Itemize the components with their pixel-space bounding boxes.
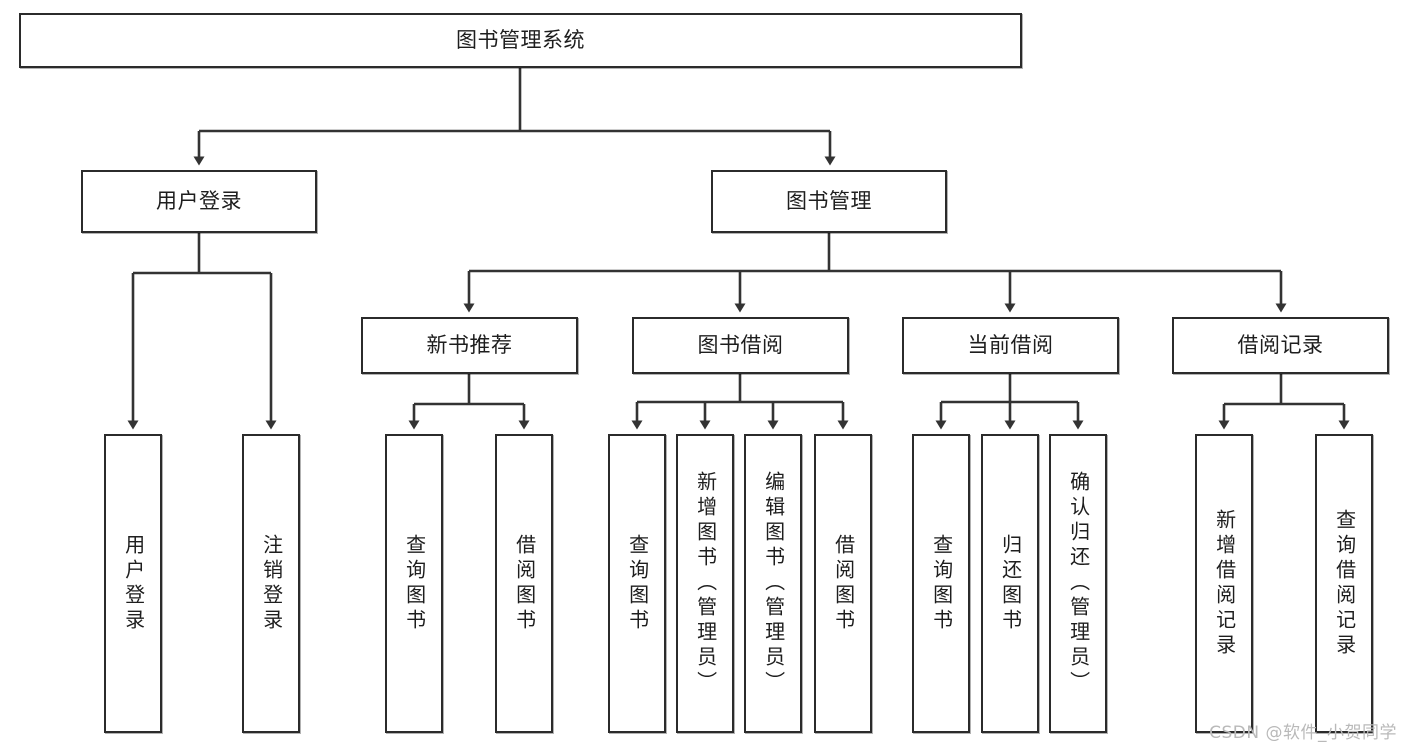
node-leaf-query-record[interactable]: 查询借阅记录 [1315, 434, 1373, 733]
node-leaf-borrow-book-2[interactable]: 借阅图书 [814, 434, 872, 733]
node-leaf-borrow-book-1[interactable]: 借阅图书 [495, 434, 553, 733]
node-leaf-logout-label: 注销登录 [259, 533, 284, 634]
node-current-borrow[interactable]: 当前借阅 [902, 317, 1119, 374]
node-book-borrow[interactable]: 图书借阅 [632, 317, 849, 374]
node-leaf-edit-book[interactable]: 编辑图书（管理员） [744, 434, 802, 733]
node-new-book-rec[interactable]: 新书推荐 [361, 317, 578, 374]
node-borrow-record[interactable]: 借阅记录 [1172, 317, 1389, 374]
node-book-borrow-label: 图书借阅 [697, 333, 784, 358]
node-root[interactable]: 图书管理系统 [19, 13, 1022, 68]
node-leaf-query-book-1-label: 查询图书 [402, 533, 427, 634]
node-leaf-confirm-return-label: 确认归还（管理员） [1066, 471, 1091, 696]
node-user-login[interactable]: 用户登录 [81, 170, 317, 233]
node-book-manage-label: 图书管理 [786, 189, 872, 214]
node-leaf-confirm-return[interactable]: 确认归还（管理员） [1049, 434, 1107, 733]
node-leaf-query-book-3[interactable]: 查询图书 [912, 434, 970, 733]
node-leaf-add-book[interactable]: 新增图书（管理员） [676, 434, 734, 733]
node-new-book-rec-label: 新书推荐 [426, 333, 513, 358]
node-leaf-query-record-label: 查询借阅记录 [1332, 508, 1357, 659]
node-leaf-add-record-label: 新增借阅记录 [1212, 508, 1237, 659]
node-leaf-borrow-book-1-label: 借阅图书 [512, 533, 537, 634]
node-leaf-query-book-2[interactable]: 查询图书 [608, 434, 666, 733]
node-leaf-return-book-label: 归还图书 [998, 533, 1023, 634]
node-leaf-add-record[interactable]: 新增借阅记录 [1195, 434, 1253, 733]
node-leaf-query-book-2-label: 查询图书 [625, 533, 650, 634]
node-root-label: 图书管理系统 [456, 28, 585, 53]
node-leaf-user-login-label: 用户登录 [121, 533, 146, 634]
node-leaf-user-login[interactable]: 用户登录 [104, 434, 162, 733]
node-current-borrow-label: 当前借阅 [967, 333, 1054, 358]
node-leaf-return-book[interactable]: 归还图书 [981, 434, 1039, 733]
node-book-manage[interactable]: 图书管理 [711, 170, 947, 233]
node-leaf-logout[interactable]: 注销登录 [242, 434, 300, 733]
node-leaf-edit-book-label: 编辑图书（管理员） [761, 471, 786, 696]
node-borrow-record-label: 借阅记录 [1237, 333, 1324, 358]
node-user-login-label: 用户登录 [156, 189, 242, 214]
node-leaf-add-book-label: 新增图书（管理员） [693, 471, 718, 696]
node-leaf-borrow-book-2-label: 借阅图书 [831, 533, 856, 634]
node-leaf-query-book-1[interactable]: 查询图书 [385, 434, 443, 733]
node-leaf-query-book-3-label: 查询图书 [929, 533, 954, 634]
